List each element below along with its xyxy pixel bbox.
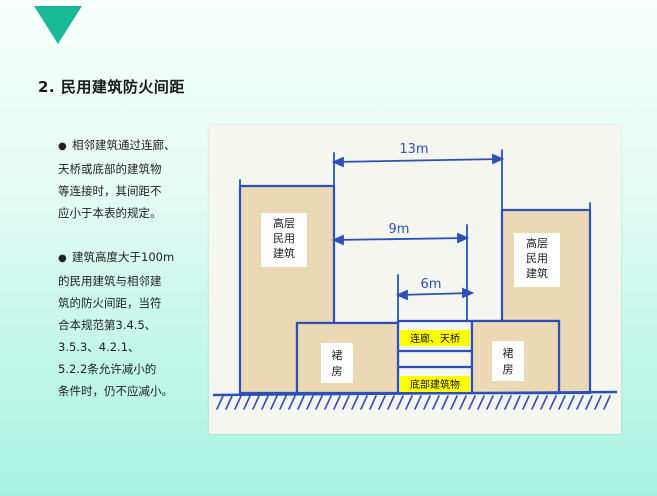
ground-hatching: [216, 395, 611, 410]
bullet-1-line-1: ●相邻建筑通过连廊、: [58, 134, 198, 158]
left-podium-label-1: 裙: [332, 349, 343, 362]
bullet-2-line-6: 5.2.2条允许减小的: [58, 362, 157, 376]
bullet-2-line-1: ●建筑高度大于100m: [58, 246, 198, 270]
bullet-1-line-2: 天桥或底部的建筑物: [58, 162, 162, 176]
bullet-1-line-4: 应小于本表的规定。: [58, 206, 162, 220]
dim-13m-label: 13m: [399, 142, 428, 157]
fire-spacing-illustration: 13m 9m 6m 高层 民用 建筑 高层 民用 建筑 裙 房 裙 房 连廊、天…: [209, 125, 621, 434]
corridor-label: 连廊、天桥: [410, 332, 460, 345]
bullet-2-line-4: 合本规范第3.4.5、: [58, 318, 157, 332]
ground-line: [212, 390, 618, 397]
right-podium-label-box: [492, 341, 524, 381]
bullet-dot-icon: ●: [58, 253, 67, 264]
page-title: 2. 民用建筑防火间距: [38, 78, 185, 96]
left-tower-label-2: 民用: [273, 232, 295, 245]
right-tower-label-box: [514, 233, 560, 287]
right-tower-label-3: 建筑: [526, 266, 548, 280]
right-tower-label-2: 民用: [526, 252, 548, 265]
corridor-label-box: [400, 330, 470, 346]
bullet-2-line-7: 条件时，仍不应减小。: [58, 384, 173, 398]
left-podium-label-2: 房: [332, 365, 343, 378]
bullet-2: ●建筑高度大于100m 的民用建筑与相邻建 筑的防火间距，当符 合本规范第3.4…: [58, 246, 198, 402]
right-tower-label-1: 高层: [526, 236, 548, 250]
illustration-drawing: 13m 9m 6m 高层 民用 建筑 高层 民用 建筑 裙 房 裙 房 连廊、天…: [212, 142, 618, 410]
dim-6m-line: [397, 292, 473, 296]
base-label: 底部建筑物: [410, 378, 460, 391]
dim-6m-label: 6m: [421, 277, 442, 292]
left-tower-label-box: [261, 213, 307, 267]
bullet-dot-icon: ●: [58, 141, 67, 152]
bullet-2-line-3: 筑的防火间距，当符: [58, 296, 162, 310]
left-tower-label-3: 建筑: [273, 246, 295, 260]
bullet-2-line-5: 3.5.3、4.2.1、: [58, 340, 140, 354]
bullet-2-line-2: 的民用建筑与相邻建: [58, 274, 162, 288]
bullet-1: ●相邻建筑通过连廊、 天桥或底部的建筑物 等连接时，其间距不 应小于本表的规定。: [58, 134, 198, 224]
corner-triangle-icon: [34, 6, 82, 44]
right-podium-label-2: 房: [503, 363, 514, 376]
dim-9m-label: 9m: [389, 222, 410, 237]
left-podium-label-box: [321, 343, 353, 383]
right-podium-label-1: 裙: [503, 347, 514, 360]
left-tower-label-1: 高层: [273, 216, 295, 230]
dim-9m-line: [333, 237, 468, 241]
dim-13m-line: [333, 158, 503, 163]
base-label-box: [400, 376, 470, 392]
bullet-1-line-3: 等连接时，其间距不: [58, 184, 162, 198]
